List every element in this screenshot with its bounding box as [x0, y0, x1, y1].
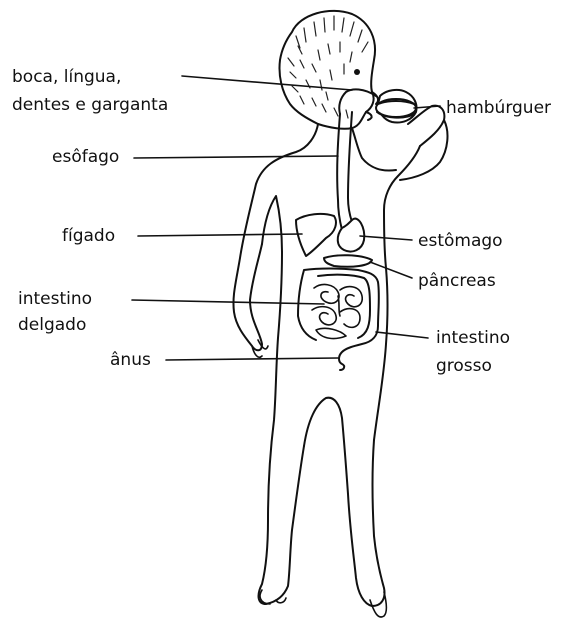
large-intestine — [298, 269, 379, 371]
torso-right — [374, 146, 420, 440]
mouth-cavity — [339, 89, 376, 114]
label-small-intestine-line1: intestino — [18, 289, 92, 309]
leader-pancreas — [370, 262, 412, 278]
left-arm-inner — [262, 196, 282, 252]
leader-anus — [166, 358, 338, 360]
label-anus: ânus — [110, 350, 151, 370]
hair — [279, 11, 375, 129]
leader-small-intestine — [132, 300, 324, 304]
leader-large-intestine — [376, 332, 428, 338]
label-stomach: estômago — [418, 231, 503, 251]
liver — [296, 214, 336, 256]
leader-esophagus — [134, 156, 338, 158]
label-pancreas: pâncreas — [418, 271, 496, 291]
label-mouth-line2: dentes e garganta — [12, 95, 168, 115]
label-mouth-line1: boca, língua, — [12, 67, 121, 87]
crotch — [304, 398, 385, 606]
label-small-intestine-line2: delgado — [18, 315, 86, 335]
label-esophagus: esôfago — [52, 147, 119, 167]
hair-texture — [288, 16, 368, 118]
small-intestine — [312, 285, 362, 339]
label-large-intestine-line2: grosso — [436, 356, 492, 376]
leader-stomach — [360, 236, 412, 240]
leader-liver — [138, 234, 302, 236]
stomach — [338, 219, 365, 252]
leader-burger — [414, 106, 440, 108]
labels: boca, língua, dentes e garganta hambúrgu… — [12, 67, 551, 376]
digestive-organs — [296, 89, 379, 370]
label-burger: hambúrguer — [446, 98, 551, 118]
label-liver: fígado — [62, 226, 115, 246]
leader-mouth — [182, 76, 352, 90]
neck-right — [352, 128, 396, 171]
eye — [354, 69, 360, 75]
label-large-intestine-line1: intestino — [436, 328, 510, 348]
torso-left — [259, 252, 304, 604]
pancreas — [324, 255, 372, 267]
leader-lines — [132, 76, 440, 360]
burger-icon — [376, 99, 416, 118]
